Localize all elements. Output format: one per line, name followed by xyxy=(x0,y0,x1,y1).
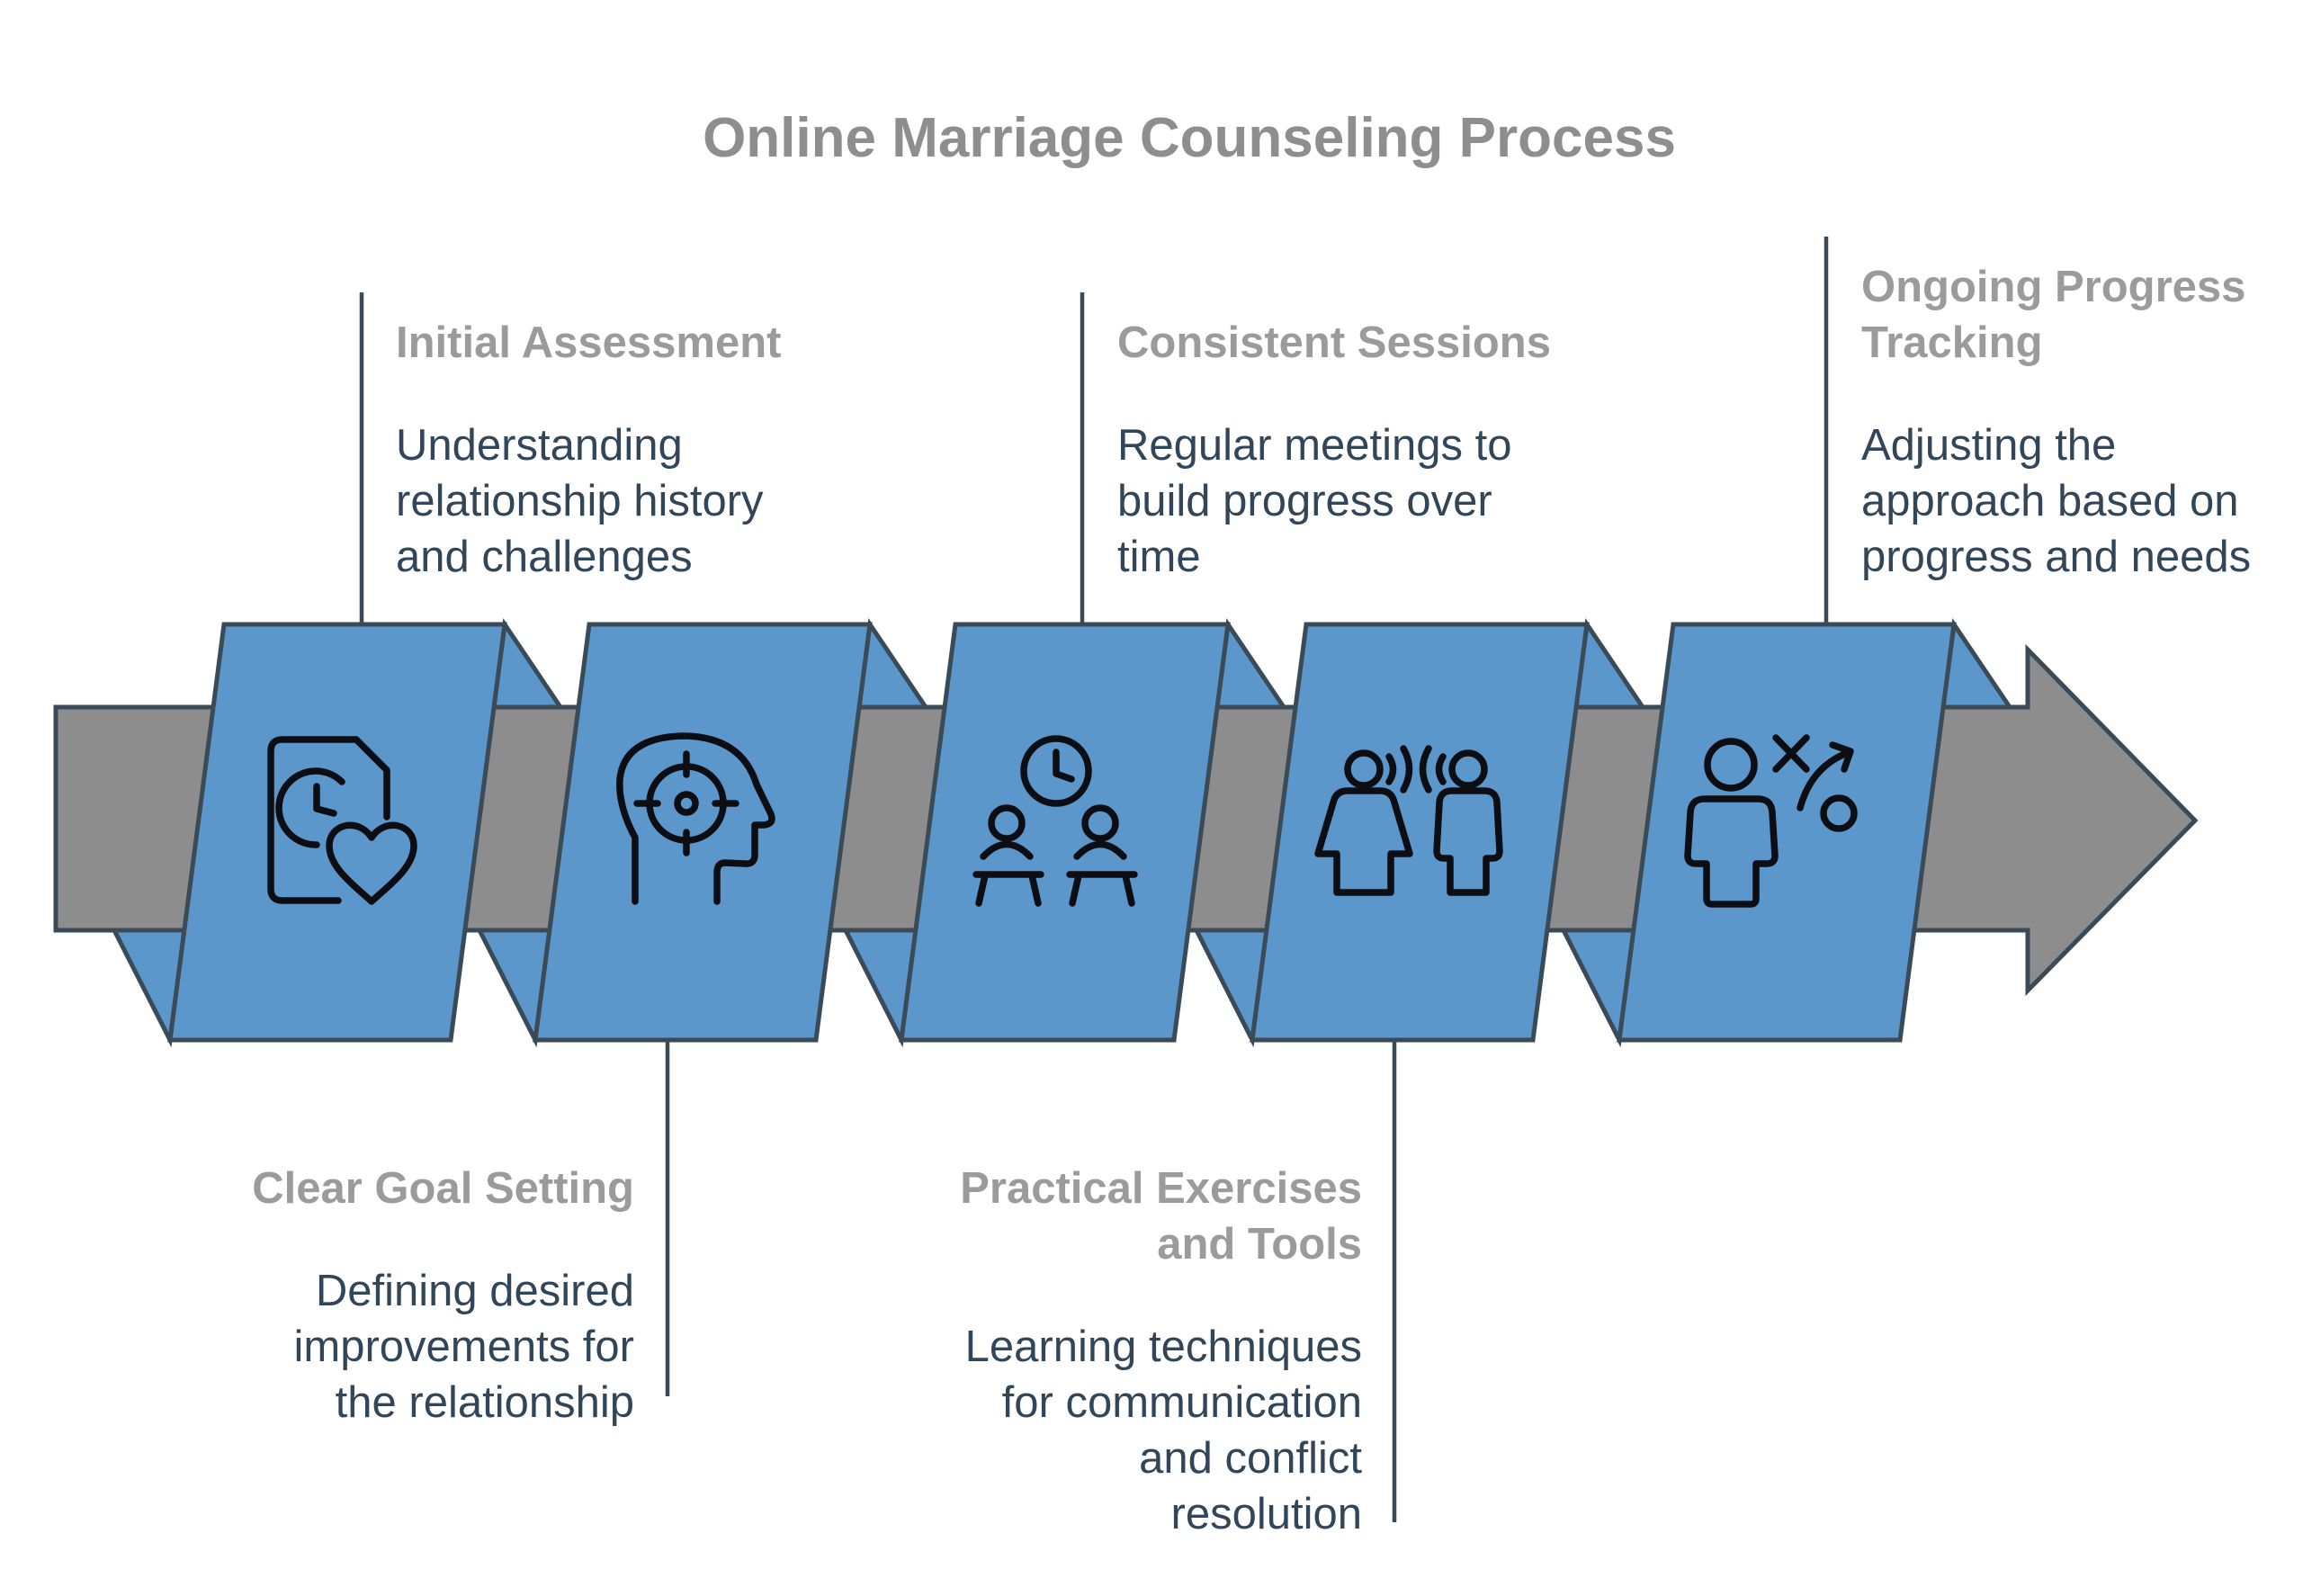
step-4-description: Learning techniques for communication an… xyxy=(964,1323,1362,1538)
step-2-description: Defining desired improvements for the re… xyxy=(293,1267,634,1427)
step-3-callout: Consistent Sessions Regular meetings to … xyxy=(1117,299,1551,601)
step-1-callout: Initial Assessment Understanding relatio… xyxy=(396,299,781,601)
step-5-callout: Ongoing Progress Tracking Adjusting the … xyxy=(1861,243,2251,601)
person-strategy-icon xyxy=(1684,734,1858,908)
step-3-heading: Consistent Sessions xyxy=(1117,318,1551,367)
ribbon-panels xyxy=(167,622,1957,1043)
ribbon-step-2 xyxy=(533,622,873,1043)
diagram-title: Online Marriage Counseling Process xyxy=(703,107,1676,169)
document-clock-heart-icon xyxy=(267,736,417,905)
step-5-heading: Ongoing Progress Tracking xyxy=(1861,263,2246,367)
callout-connector-lines xyxy=(359,237,1829,1522)
ribbon-step-4 xyxy=(1250,622,1590,1043)
two-people-talking-icon xyxy=(1314,745,1503,896)
step-2-heading: Clear Goal Setting xyxy=(252,1164,634,1213)
step-3-description: Regular meetings to build progress over … xyxy=(1117,421,1512,581)
step-2-callout: Clear Goal Setting Defining desired impr… xyxy=(252,1144,634,1447)
step-5-description: Adjusting the approach based on progress… xyxy=(1861,421,2252,581)
step-1-description: Understanding relationship history and c… xyxy=(396,421,764,581)
ribbon-step-5 xyxy=(1617,622,1957,1043)
clock-meeting-icon xyxy=(972,735,1138,907)
head-target-icon xyxy=(616,732,775,905)
step-1-heading: Initial Assessment xyxy=(396,318,782,367)
step-4-heading: Practical Exercises and Tools xyxy=(960,1164,1362,1269)
step-4-callout: Practical Exercises and Tools Learning t… xyxy=(960,1144,1362,1558)
ribbon-step-3 xyxy=(899,622,1231,1043)
